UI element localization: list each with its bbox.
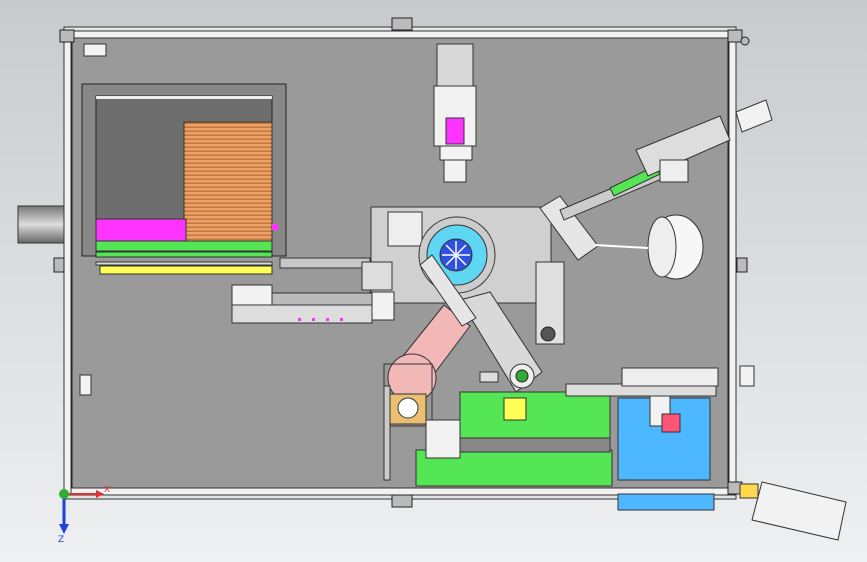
red-cylinder-cap bbox=[661, 413, 681, 433]
left-feed-cylinder[interactable] bbox=[17, 205, 67, 244]
transfer-rod bbox=[279, 257, 371, 269]
z-axis-label: Z bbox=[58, 535, 64, 545]
y-axis-dot-icon bbox=[59, 489, 69, 499]
x-axis-label: X bbox=[104, 485, 110, 495]
top-slide-magenta-block bbox=[445, 117, 465, 145]
tape-strand bbox=[594, 244, 649, 249]
sensor-block bbox=[79, 374, 92, 396]
left-gripper-head[interactable] bbox=[361, 261, 393, 291]
lower-right-end-block[interactable] bbox=[751, 481, 847, 541]
left-linear-unit[interactable] bbox=[231, 284, 273, 306]
coordinate-triad: X Z bbox=[58, 485, 110, 545]
frame-feet bbox=[53, 17, 750, 508]
yellow-guide-rail bbox=[99, 265, 273, 275]
robot-green-indicator-icon bbox=[515, 369, 529, 383]
frame-rail-right bbox=[728, 30, 737, 496]
frame-rail-top bbox=[63, 30, 737, 39]
robot-forearm[interactable] bbox=[419, 254, 477, 327]
label-plate bbox=[83, 43, 107, 57]
pusher-block[interactable] bbox=[95, 218, 187, 242]
sheet-stack[interactable] bbox=[183, 121, 273, 243]
green-work-table[interactable] bbox=[459, 391, 611, 439]
frame-rail-left bbox=[63, 30, 72, 496]
magazine-green-rail bbox=[95, 240, 273, 252]
top-slide-gripper[interactable] bbox=[443, 159, 467, 183]
cable-chain-lower[interactable] bbox=[621, 367, 719, 387]
top-slide-rail[interactable] bbox=[436, 43, 474, 87]
yellow-label-pad bbox=[503, 397, 527, 421]
left-linear-slide[interactable] bbox=[231, 304, 373, 324]
upper-right-end-block[interactable] bbox=[735, 99, 773, 133]
